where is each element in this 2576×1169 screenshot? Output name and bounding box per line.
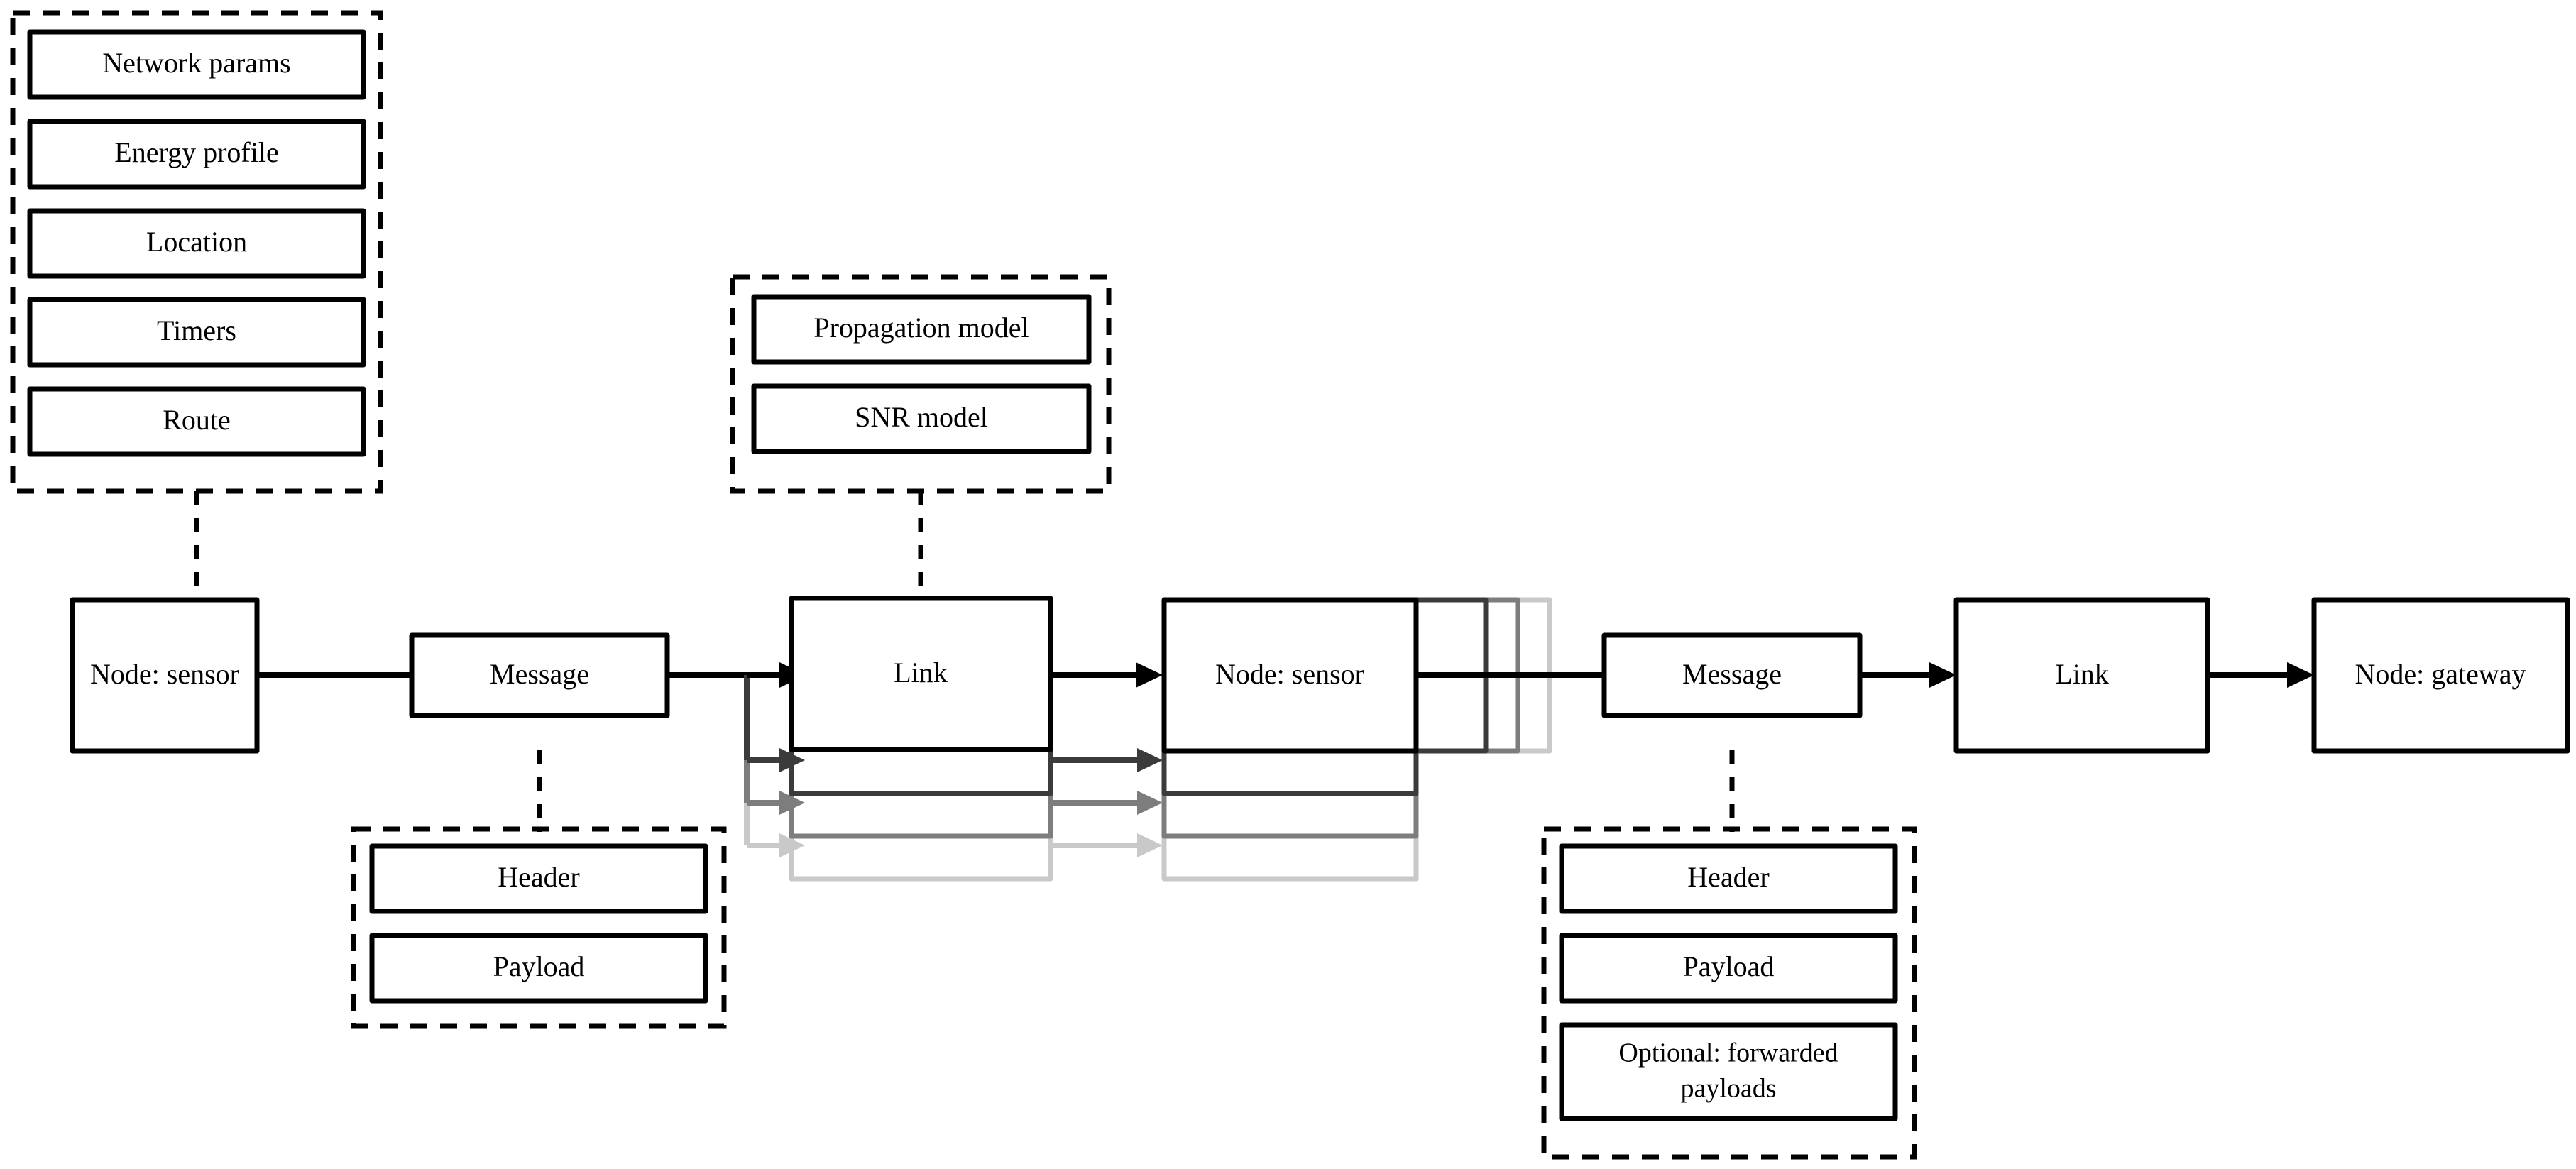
msgpart-left-box-header[interactable] xyxy=(369,843,708,914)
msgpart-right-box-header[interactable] xyxy=(1559,843,1898,914)
model-label-snr: SNR model xyxy=(855,401,988,433)
link-node-arrowhead-1 xyxy=(1136,662,1163,688)
attr-label-energy-profile: Energy profile xyxy=(114,136,278,168)
link-node-arrowhead-2 xyxy=(1137,748,1163,772)
msgpart-left-label-payload: Payload xyxy=(493,950,585,982)
message-parts-right-frame xyxy=(1541,826,1917,1160)
msgpart-right-label-optional-line2: payloads xyxy=(1680,1074,1776,1104)
attr-label-route: Route xyxy=(163,404,231,436)
attr-box-network-params[interactable] xyxy=(27,29,366,100)
message-2-label: Message xyxy=(1682,658,1782,690)
node-gateway[interactable]: Node: gateway xyxy=(2311,597,2570,754)
link-node-arrowhead-3 xyxy=(1137,791,1163,815)
attr-label-timers: Timers xyxy=(157,314,236,346)
node-attributes-group: Network params Energy profile Location T… xyxy=(10,10,383,494)
attr-label-location: Location xyxy=(146,226,247,258)
attr-box-location[interactable] xyxy=(27,208,366,279)
link-1-box[interactable] xyxy=(789,596,1053,752)
msgpart-right-label-optional-line1: Optional: forwarded xyxy=(1618,1038,1838,1068)
message-parts-left-frame xyxy=(351,826,727,1029)
dashed-connectors xyxy=(194,491,1735,832)
node-sensor-1-label: Node: sensor xyxy=(90,658,239,690)
msgpart-right-label-header: Header xyxy=(1687,861,1769,893)
branch-arrowhead-2 xyxy=(779,748,805,772)
branch-arrowhead-3 xyxy=(779,791,805,815)
message-parts-group-left: Header Payload xyxy=(351,826,727,1029)
msgpart-left-label-header: Header xyxy=(498,861,579,893)
node-gateway-box[interactable] xyxy=(2311,597,2570,754)
node-sensor-2-label: Node: sensor xyxy=(1215,658,1364,690)
attr-box-timers[interactable] xyxy=(27,297,366,368)
node-gateway-label: Node: gateway xyxy=(2355,658,2526,690)
message-to-link-branch-arrows xyxy=(667,662,806,857)
solid-connectors xyxy=(257,662,2314,688)
link-1[interactable]: Link xyxy=(789,596,1053,752)
node-attributes-group-frame xyxy=(10,10,383,494)
message-2-box[interactable] xyxy=(1601,632,1863,718)
model-box-propagation[interactable] xyxy=(751,294,1092,365)
msgpart-right-label-payload: Payload xyxy=(1683,950,1775,982)
link-models-group: Propagation model SNR model xyxy=(730,274,1112,494)
link-models-group-frame xyxy=(730,274,1112,494)
msgpart-right-box-optional[interactable] xyxy=(1559,1022,1898,1121)
link-node-arrowhead-4 xyxy=(1137,833,1163,857)
model-label-propagation: Propagation model xyxy=(813,312,1029,344)
node-sensor-2[interactable]: Node: sensor xyxy=(1161,597,1419,754)
arrowhead-message2-link2 xyxy=(1929,662,1956,688)
link-to-node-arrows xyxy=(1051,662,1163,857)
link-2-box[interactable] xyxy=(1953,597,2210,754)
attr-box-route[interactable] xyxy=(27,386,366,457)
attr-label-network-params: Network params xyxy=(102,47,290,79)
message-1-label: Message xyxy=(490,658,589,690)
message-1-box[interactable] xyxy=(409,632,670,718)
branch-arrowhead-4 xyxy=(779,833,805,857)
link-2-label: Link xyxy=(2055,658,2109,690)
model-box-snr[interactable] xyxy=(751,383,1092,454)
arrowhead-link2-gateway xyxy=(2287,662,2314,688)
node-sensor-1[interactable]: Node: sensor xyxy=(70,597,260,754)
message-parts-group-right: Header Payload Optional: forwarded paylo… xyxy=(1541,826,1917,1160)
message-2[interactable]: Message xyxy=(1601,632,1863,718)
link-2[interactable]: Link xyxy=(1953,597,2210,754)
attr-box-energy-profile[interactable] xyxy=(27,119,366,190)
message-1[interactable]: Message xyxy=(409,632,670,718)
link-1-label: Link xyxy=(894,657,948,688)
node-sensor-2-box[interactable] xyxy=(1161,597,1419,754)
node-sensor-1-box[interactable] xyxy=(70,597,260,754)
msgpart-right-box-payload[interactable] xyxy=(1559,933,1898,1004)
msgpart-left-box-payload[interactable] xyxy=(369,933,708,1004)
